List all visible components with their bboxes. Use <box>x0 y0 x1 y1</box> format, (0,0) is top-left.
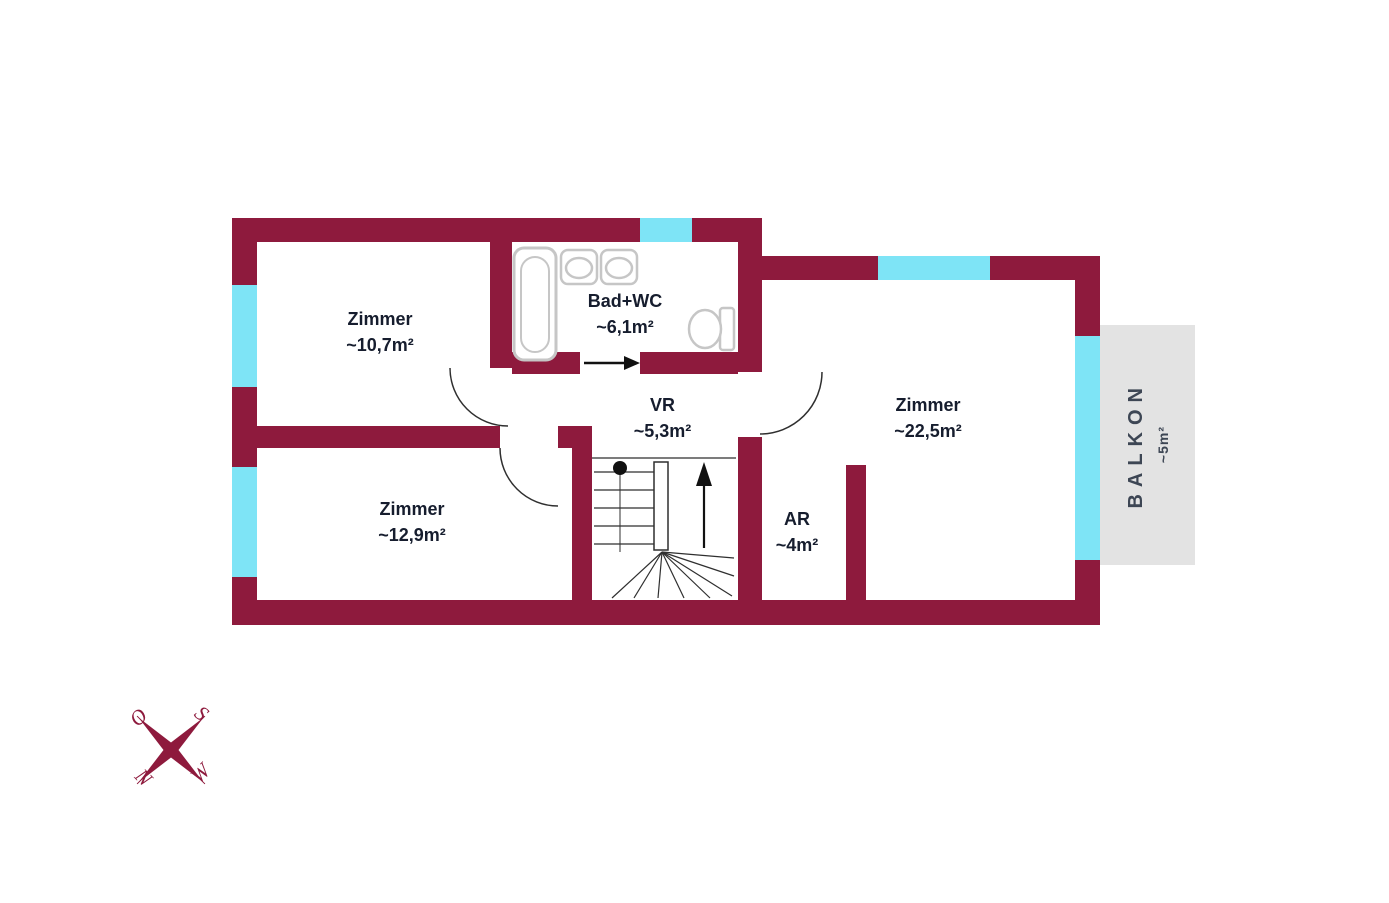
room-area: ~4m² <box>775 535 819 555</box>
wall-storage-right <box>846 465 866 600</box>
door-arc-zimmer-bottom-left <box>499 447 559 507</box>
wc-icon <box>687 306 736 352</box>
window-left-upper <box>232 285 257 387</box>
room-name: Zimmer <box>895 395 961 415</box>
room-area: ~6,1m² <box>596 317 654 337</box>
room-label-ar: AR ~4m² <box>742 506 852 558</box>
room-area: ~12,9m² <box>378 525 446 545</box>
wall-bathroom-bottom-b <box>640 352 738 374</box>
entrance-arrow-icon <box>584 356 640 370</box>
wall-bathroom-left <box>490 242 512 368</box>
wall-interior-horizontal <box>255 426 500 448</box>
wall-right-a <box>1075 256 1100 336</box>
wall-left-a <box>232 218 257 285</box>
room-label-zimmer-right: Zimmer ~22,5m² <box>818 392 1038 444</box>
room-name: Zimmer <box>379 499 445 519</box>
room-name: AR <box>784 509 810 529</box>
wall-top-left-run <box>232 218 640 242</box>
stairs-up-arrow-icon <box>696 462 712 548</box>
window-balcony-door <box>1075 336 1100 560</box>
wall-hall-right-b <box>738 437 762 600</box>
compass-west-label: W <box>186 757 217 788</box>
compass-rose: O S N W <box>124 701 217 792</box>
wall-stairs-left <box>572 432 592 600</box>
stair-handrail-post <box>613 461 627 475</box>
window-right-room-top <box>878 256 990 280</box>
room-area: ~22,5m² <box>894 421 962 441</box>
room-label-zimmer-top-left: Zimmer ~10,7m² <box>270 306 490 358</box>
room-name: Zimmer <box>347 309 413 329</box>
wall-bottom <box>232 600 1100 625</box>
room-area: ~5,3m² <box>633 421 692 441</box>
sink-icon <box>559 248 599 286</box>
window-top <box>640 218 692 242</box>
sink-icon <box>599 248 639 286</box>
room-area: ~10,7m² <box>346 335 414 355</box>
window-left-lower <box>232 467 257 577</box>
room-label-bad-wc: Bad+WC ~6,1m² <box>545 288 705 340</box>
room-name: VR <box>649 395 675 415</box>
stairs <box>592 457 736 599</box>
bathtub-icon <box>512 246 558 362</box>
room-label-zimmer-bottom-left: Zimmer ~12,9m² <box>302 496 522 548</box>
compass-star <box>136 715 206 785</box>
door-arc-zimmer-right <box>759 371 823 435</box>
compass-south-label: S <box>190 701 214 726</box>
door-arc-zimmer-top-left <box>449 367 509 427</box>
room-label-vr: VR ~5,3m² <box>590 392 735 444</box>
wall-left-b <box>232 387 257 467</box>
wall-right-room-top-a <box>762 256 878 280</box>
balcony: BALKON ~5m² <box>1100 325 1195 565</box>
room-name: Bad+WC <box>587 291 663 311</box>
wall-hall-right-a <box>738 218 762 372</box>
